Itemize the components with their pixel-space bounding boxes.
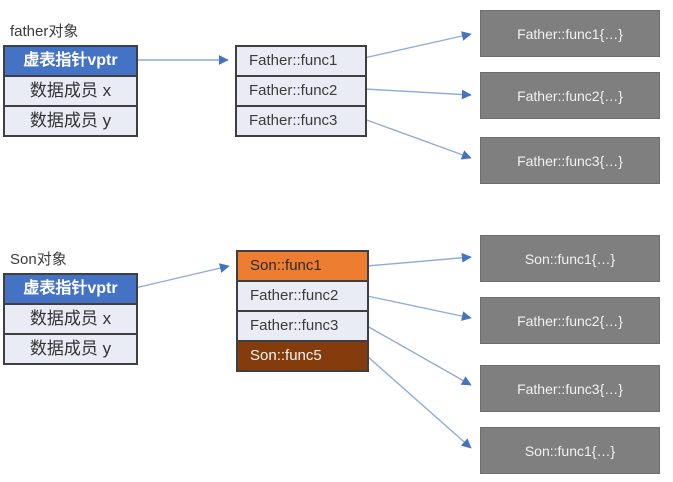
son-object-label: Son对象 (10, 251, 67, 268)
arrow-son-func2-to-impl (366, 295, 472, 321)
son-data-y-cell: 数据成员 y (5, 333, 136, 363)
arrow-son-vptr-to-vtable (134, 263, 230, 289)
son-vtable: Son::func1 Father::func2 Father::func3 S… (236, 250, 369, 372)
son-data-x-cell: 数据成员 x (5, 303, 136, 333)
son-vtable-row-func5: Son::func5 (238, 340, 367, 370)
arrow-father-func3-to-impl (363, 118, 472, 160)
son-father-func3-impl-box: Father::func3{…} (480, 365, 660, 412)
father-func1-impl-box: Father::func1{…} (480, 10, 660, 57)
son-vtable-row-func2: Father::func2 (238, 280, 367, 310)
father-data-y-cell: 数据成员 y (5, 105, 136, 135)
father-vtable-row-func2: Father::func2 (237, 75, 365, 105)
father-vptr-cell: 虚表指针vptr (5, 47, 136, 75)
son-object-table: 虚表指针vptr 数据成员 x 数据成员 y (3, 273, 138, 365)
son-vtable-row-func3: Father::func3 (238, 310, 367, 340)
arrow-son-func5-to-impl (366, 355, 472, 449)
father-object-table: 虚表指针vptr 数据成员 x 数据成员 y (3, 45, 138, 137)
son-father-func2-impl-box: Father::func2{…} (480, 297, 660, 344)
arrow-son-func3-to-impl (366, 325, 472, 386)
son-func1-impl-box: Son::func1{…} (480, 235, 660, 282)
father-vtable: Father::func1 Father::func2 Father::func… (235, 45, 367, 137)
father-object-label: father对象 (10, 23, 79, 40)
arrow-father-func1-to-impl (363, 31, 472, 59)
arrow-father-func2-to-impl (363, 88, 472, 100)
son-vptr-cell: 虚表指针vptr (5, 275, 136, 303)
son-func5-impl-box: Son::func1{…} (480, 427, 660, 474)
father-vtable-row-func3: Father::func3 (237, 105, 365, 135)
father-data-x-cell: 数据成员 x (5, 75, 136, 105)
arrow-son-func1-to-impl (366, 252, 472, 267)
father-vtable-row-func1: Father::func1 (237, 47, 365, 75)
son-vtable-row-func1: Son::func1 (238, 252, 367, 280)
father-func2-impl-box: Father::func2{…} (480, 72, 660, 119)
father-func3-impl-box: Father::func3{…} (480, 137, 660, 184)
